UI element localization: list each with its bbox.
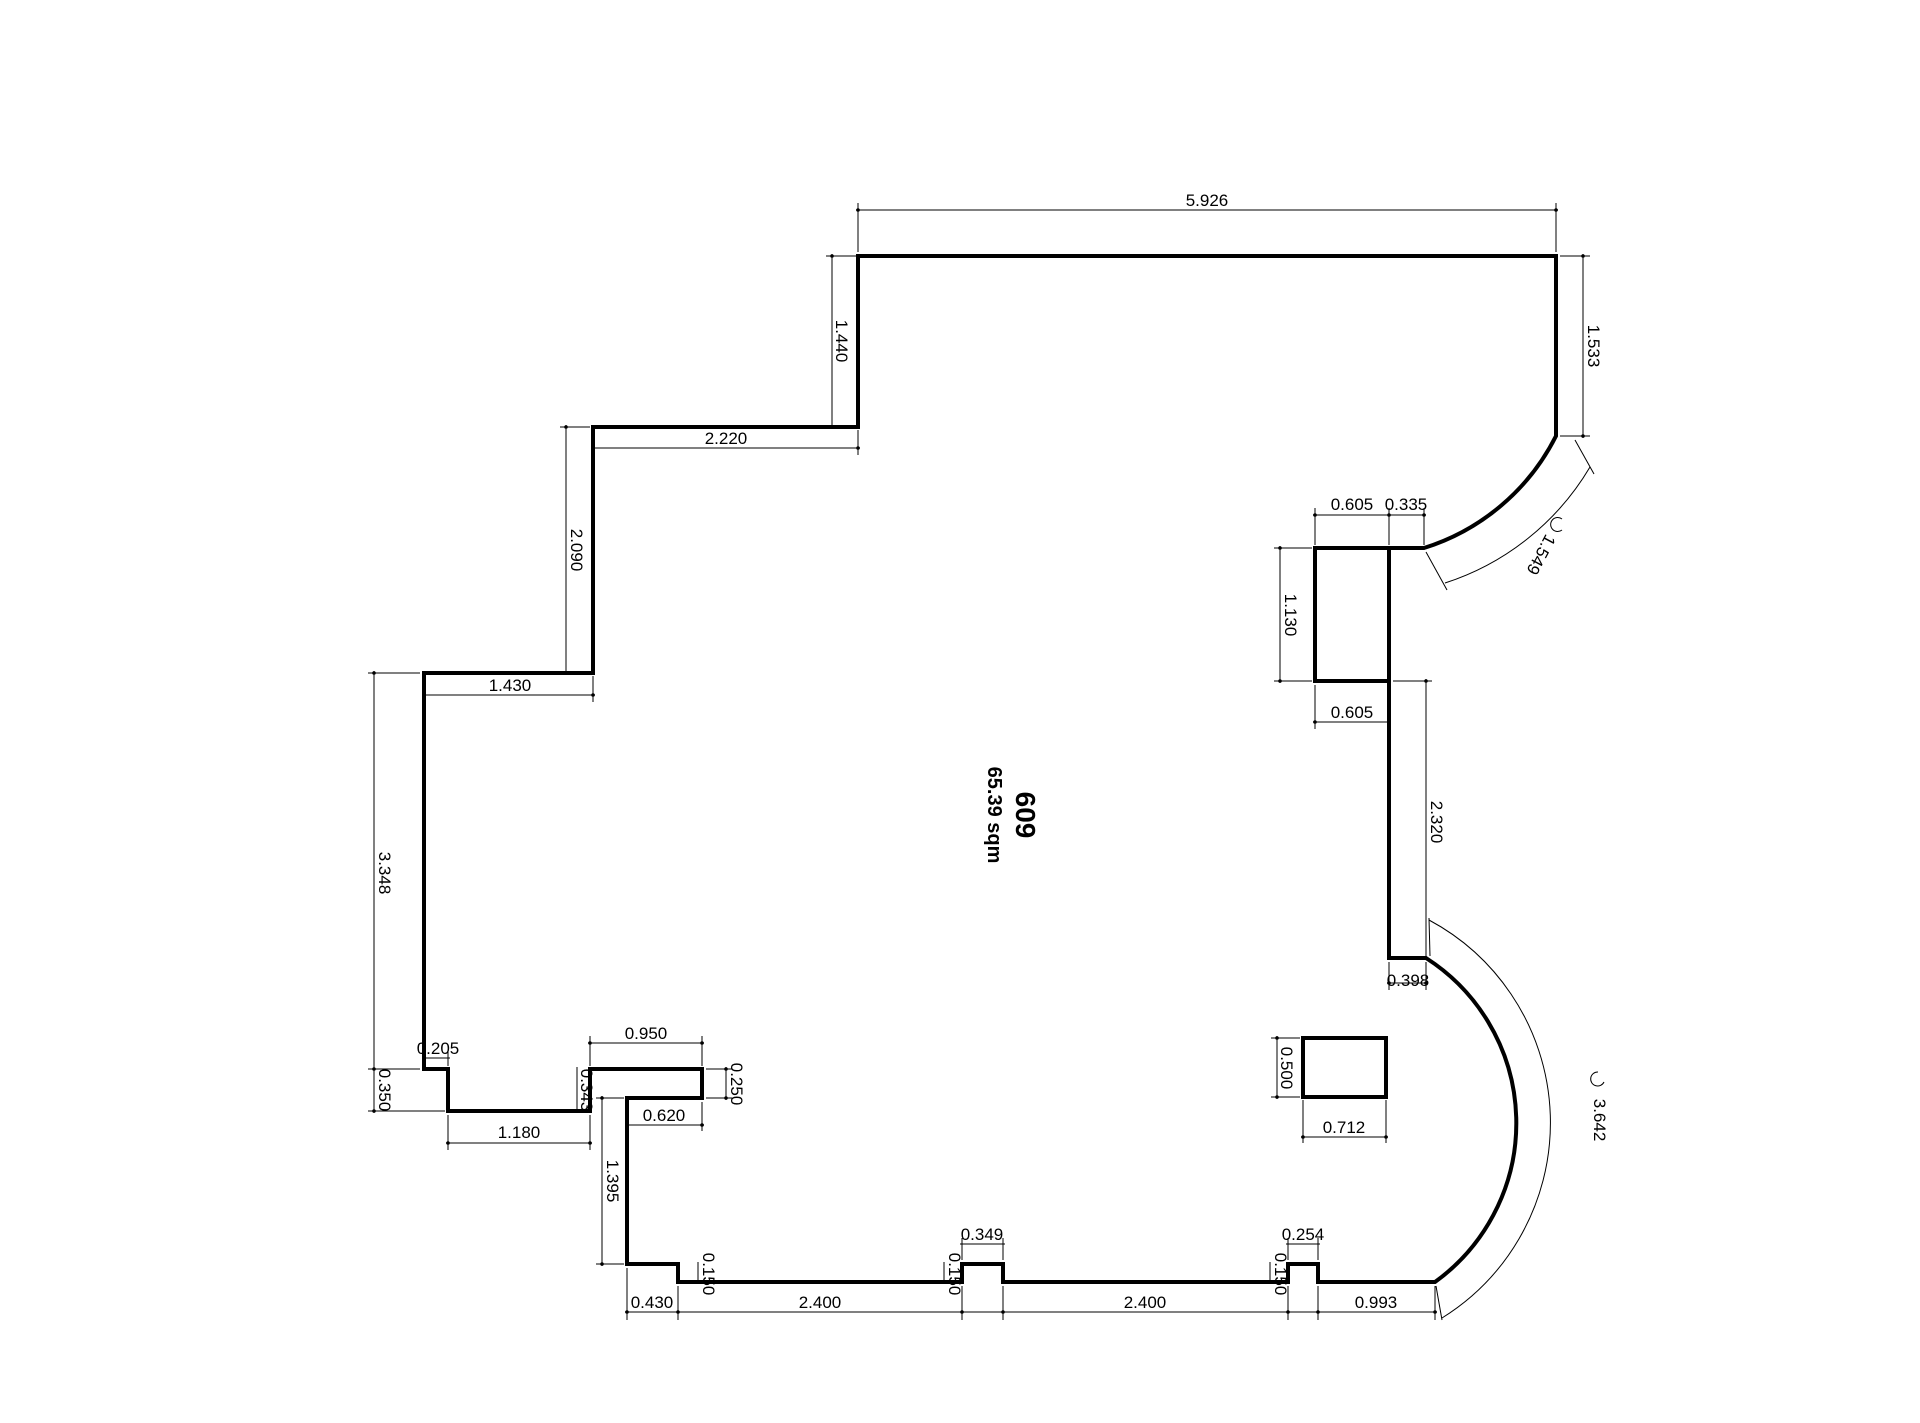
- dim-bay-top-width: 0.950: [625, 1024, 668, 1043]
- column: [1301, 1036, 1388, 1099]
- wall-notch: [1313, 546, 1391, 683]
- dim-top-width: 5.926: [1186, 191, 1229, 210]
- dim-bay-inner-width: 0.620: [643, 1106, 686, 1125]
- dim-notch-bottom-width: 0.605: [1331, 703, 1374, 722]
- dim-left-lower-height: 1.395: [603, 1160, 622, 1203]
- dim-bottom-right-width: 0.993: [1355, 1293, 1398, 1312]
- dim-left-step-small: 0.205: [417, 1039, 460, 1058]
- dim-bay-left-height: 0.343: [577, 1069, 596, 1112]
- room-number: 609: [1010, 792, 1041, 839]
- dim-bottom-recess-1: 0.150: [699, 1253, 718, 1296]
- dim-upper-step-height: 1.440: [832, 320, 851, 363]
- dim-right-offset: 0.398: [1387, 971, 1430, 990]
- dim-column-height: 0.500: [1277, 1047, 1296, 1090]
- room-outline-wall: [422, 254, 1558, 1284]
- dim-column-width: 0.712: [1323, 1118, 1366, 1137]
- dim-pier2-width: 0.254: [1282, 1225, 1325, 1244]
- dimension-ticks: [372, 208, 1585, 1314]
- room-area: 65.39 sqm: [983, 767, 1005, 864]
- dim-pier1-width: 0.349: [961, 1225, 1004, 1244]
- dim-left-height: 3.348: [375, 852, 394, 895]
- dim-lower-step-width: 1.430: [489, 676, 532, 695]
- dim-arc-lower: 3.642: [1590, 1099, 1609, 1142]
- room-label: 609 65.39 sqm: [983, 767, 1041, 864]
- dim-right-top-height: 1.533: [1584, 325, 1603, 368]
- dim-bottom-span-2: 2.400: [1124, 1293, 1167, 1312]
- dim-bottom-recess-2: 0.150: [945, 1253, 964, 1296]
- dim-right-mid-height: 2.320: [1427, 801, 1446, 844]
- dim-notch-width-a: 0.605: [1331, 495, 1374, 514]
- dim-left-drop: 0.350: [375, 1069, 394, 1112]
- dim-bay-bottom-width: 1.180: [498, 1123, 541, 1142]
- dimension-lines: [368, 203, 1590, 1320]
- dim-notch-height: 1.130: [1281, 594, 1300, 637]
- dim-upper-step-width: 2.220: [705, 429, 748, 448]
- dim-notch-width-b: 0.335: [1385, 495, 1428, 514]
- dimension-labels: 5.926 1.440 1.533 2.220 1.549 0.605 0.33…: [375, 191, 1609, 1312]
- dim-middle-step-height: 2.090: [567, 529, 586, 572]
- arc-dimension-lines: [1425, 439, 1605, 1321]
- dim-bottom-left-width: 0.430: [631, 1293, 674, 1312]
- dim-bottom-recess-3: 0.150: [1271, 1253, 1290, 1296]
- dim-bay-right-height: 0.250: [727, 1063, 746, 1106]
- dim-bottom-span-1: 2.400: [799, 1293, 842, 1312]
